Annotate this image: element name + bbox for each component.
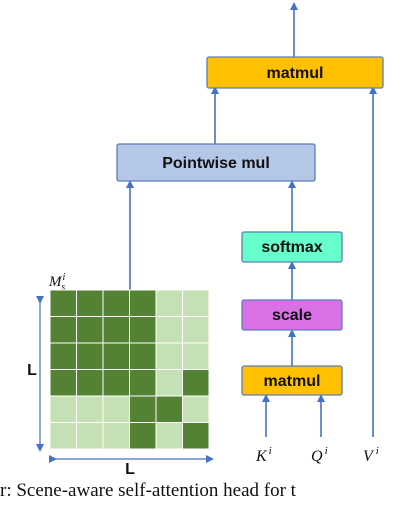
mask-cell-0-2 — [102, 289, 130, 317]
mask-cell-5-1 — [76, 422, 104, 450]
col-dimension-label: L — [125, 461, 135, 478]
mask-cell-5-3 — [129, 422, 157, 450]
scale-rect — [241, 299, 343, 331]
matmul-top-box: matmul — [206, 56, 384, 89]
mask-cell-3-0 — [49, 369, 77, 397]
mask-cell-1-5 — [182, 316, 210, 344]
softmax-rect — [241, 231, 343, 263]
mask-cell-1-0 — [49, 316, 77, 344]
mask-cell-5-0 — [49, 422, 77, 450]
scale-box: scale — [241, 299, 343, 331]
mask-cell-2-2 — [102, 342, 130, 370]
mask-cell-3-4 — [155, 369, 183, 397]
softmax-label: softmax — [261, 239, 322, 256]
mask-cell-0-4 — [155, 289, 183, 317]
mask-cell-4-0 — [49, 395, 77, 423]
mask-cell-0-3 — [129, 289, 157, 317]
mask-cell-5-2 — [102, 422, 130, 450]
mask-cell-0-0 — [49, 289, 77, 317]
matmul-bottom-rect — [241, 365, 343, 396]
matmul-bottom-box: matmul — [241, 365, 343, 396]
figure-caption: r: Scene-aware self-attention head for t — [0, 480, 296, 501]
pointwise-mul-label: Pointwise mul — [162, 155, 270, 172]
mask-cell-1-4 — [155, 316, 183, 344]
dimension-arrows — [36, 296, 214, 463]
softmax-box: softmax — [241, 231, 343, 263]
arrows — [126, 2, 377, 437]
mask-grid — [49, 289, 210, 450]
pointwise-mul-rect — [116, 143, 316, 182]
mask-cell-2-5 — [182, 342, 210, 370]
pointwise-mul-box: Pointwise mul — [116, 143, 316, 182]
mask-cell-4-1 — [76, 395, 104, 423]
scale-label: scale — [272, 307, 312, 324]
mask-cell-4-2 — [102, 395, 130, 423]
mask-cell-2-0 — [49, 342, 77, 370]
mask-cell-1-1 — [76, 316, 104, 344]
mask-cell-5-4 — [155, 422, 183, 450]
mask-cell-4-4 — [155, 395, 183, 423]
matmul-top-rect — [206, 56, 384, 89]
row-dimension-label: L — [27, 362, 37, 379]
mask-cell-0-1 — [76, 289, 104, 317]
mask-cell-1-3 — [129, 316, 157, 344]
matmul-bottom-label: matmul — [264, 373, 321, 390]
mask-cell-3-3 — [129, 369, 157, 397]
mask-cell-1-2 — [102, 316, 130, 344]
mask-cell-5-5 — [182, 422, 210, 450]
matmul-top-label: matmul — [267, 65, 324, 82]
mask-cell-3-5 — [182, 369, 210, 397]
mask-cell-2-3 — [129, 342, 157, 370]
mask-cell-4-5 — [182, 395, 210, 423]
mask-cell-2-4 — [155, 342, 183, 370]
mask-cell-0-5 — [182, 289, 210, 317]
mask-cell-3-1 — [76, 369, 104, 397]
mask-cell-3-2 — [102, 369, 130, 397]
mask-cell-2-1 — [76, 342, 104, 370]
mask-cell-4-3 — [129, 395, 157, 423]
